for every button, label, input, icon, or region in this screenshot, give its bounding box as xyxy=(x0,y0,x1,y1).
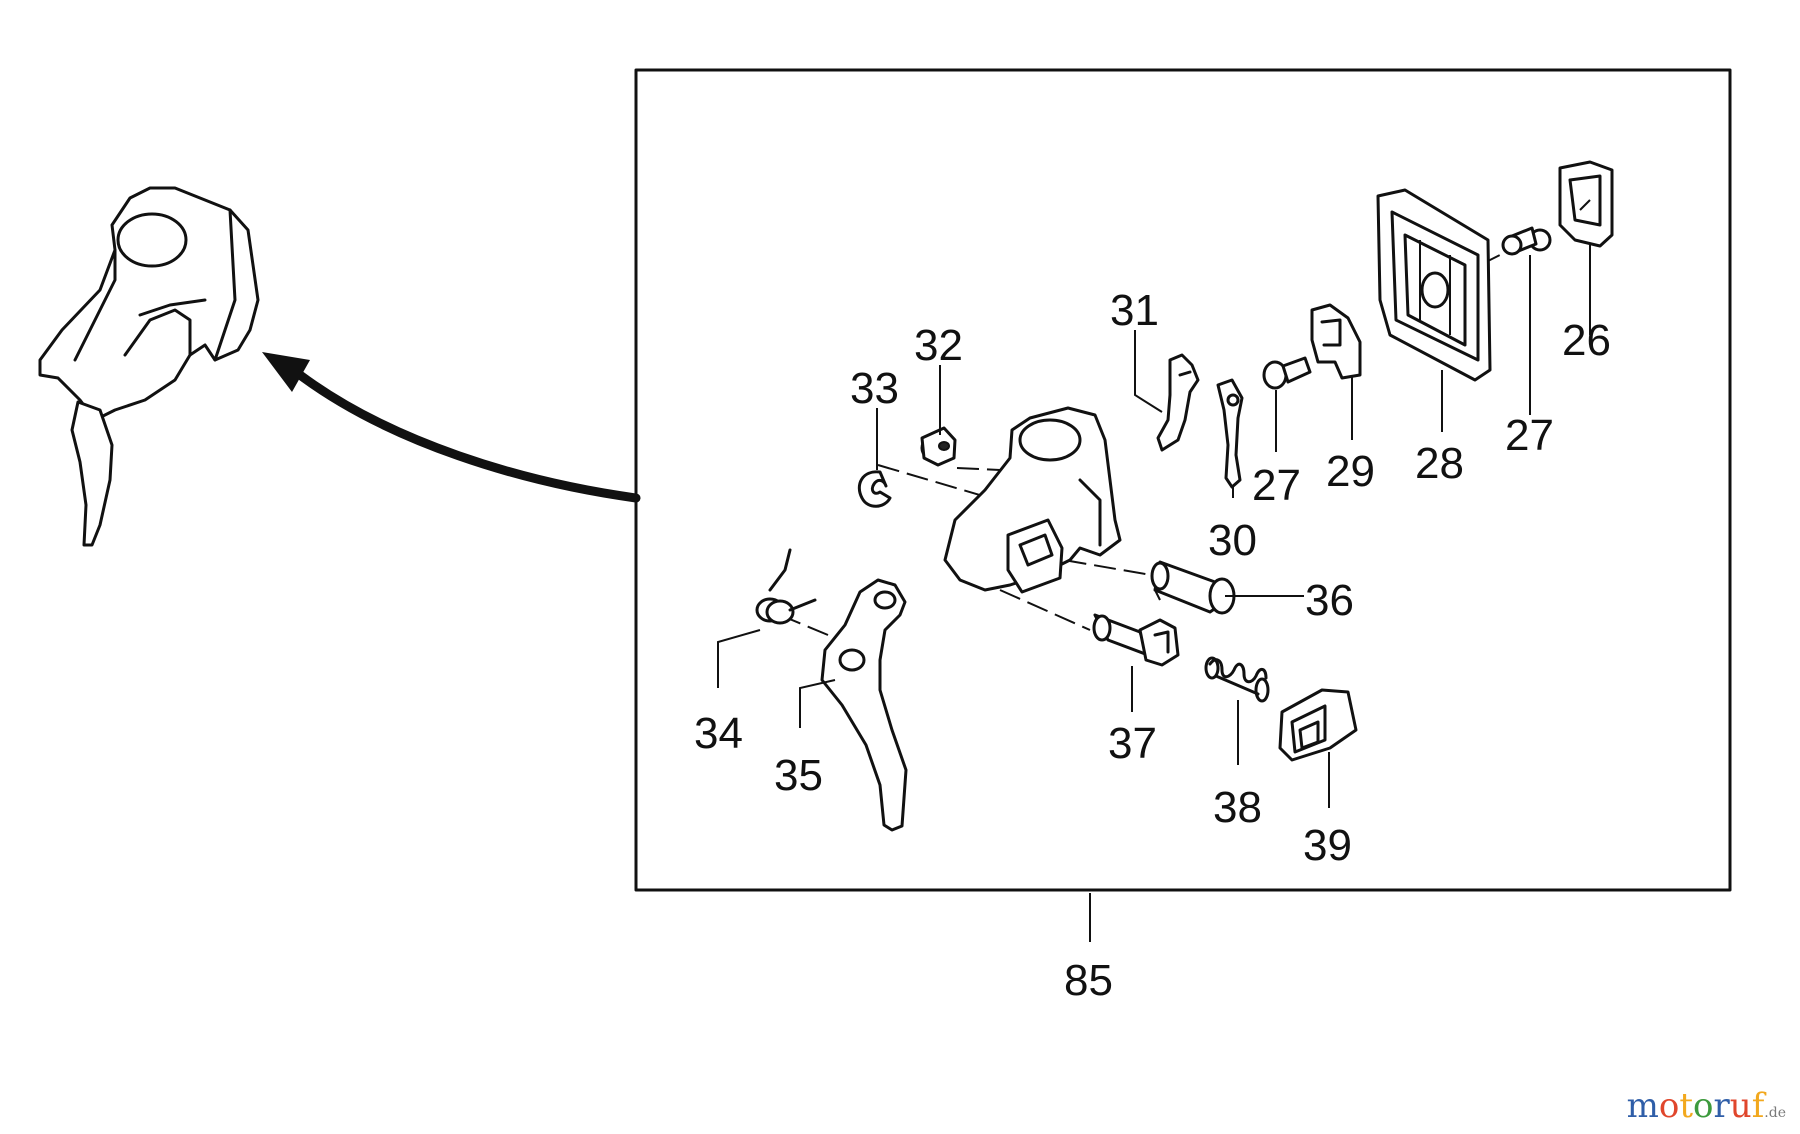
label-38: 38 xyxy=(1213,783,1262,832)
assembly-arrow xyxy=(262,352,641,503)
part-35-lever xyxy=(820,578,908,832)
part-38-coil-spring xyxy=(1204,656,1270,703)
label-28: 28 xyxy=(1415,439,1464,488)
part-32-nut xyxy=(920,426,957,467)
label-35: 35 xyxy=(774,751,823,800)
label-33: 33 xyxy=(850,364,899,413)
part-39-button xyxy=(1278,688,1358,762)
part-26-cap xyxy=(1558,160,1614,248)
label-36: 36 xyxy=(1305,576,1354,625)
part-labels: 26 27 28 29 27 30 31 32 33 34 35 36 37 3… xyxy=(694,286,1611,1005)
watermark-letter: o xyxy=(1658,1086,1680,1126)
assembly-frame xyxy=(634,68,1732,892)
label-30: 30 xyxy=(1208,516,1257,565)
part-33-e-clip xyxy=(857,470,892,508)
label-85: 85 xyxy=(1064,956,1113,1005)
assembled-throttle-housing xyxy=(38,186,260,547)
label-26: 26 xyxy=(1562,316,1611,365)
label-32: 32 xyxy=(914,321,963,370)
part-28-plate xyxy=(1376,188,1492,382)
leader-lines xyxy=(717,245,1591,942)
part-34-spring xyxy=(755,548,817,625)
part-36-pin xyxy=(1150,560,1236,615)
part-30-bracket xyxy=(1216,378,1244,489)
watermark-letter: r xyxy=(1713,1086,1730,1126)
watermark-letter: m xyxy=(1626,1086,1659,1126)
part-37-shaft xyxy=(1092,613,1180,667)
watermark-suffix: .de xyxy=(1764,1105,1786,1121)
label-34: 34 xyxy=(694,709,743,758)
part-29-clip xyxy=(1310,303,1362,380)
watermark-letter: f xyxy=(1751,1086,1765,1126)
label-39: 39 xyxy=(1303,821,1352,870)
part-31-lever-plate xyxy=(1156,353,1200,452)
part-27-screw-lower xyxy=(1262,356,1312,390)
motoruf-watermark: motoruf.de xyxy=(1627,1086,1786,1126)
part-27-screw-upper xyxy=(1501,226,1552,256)
watermark-letter: o xyxy=(1693,1086,1714,1126)
label-29: 29 xyxy=(1326,447,1375,496)
watermark-letter: u xyxy=(1729,1086,1752,1126)
label-27-upper: 27 xyxy=(1505,411,1554,460)
label-37: 37 xyxy=(1108,719,1157,768)
watermark-letter: t xyxy=(1679,1086,1694,1126)
throttle-body xyxy=(943,406,1122,594)
label-27-lower: 27 xyxy=(1252,461,1301,510)
label-31: 31 xyxy=(1110,286,1159,335)
